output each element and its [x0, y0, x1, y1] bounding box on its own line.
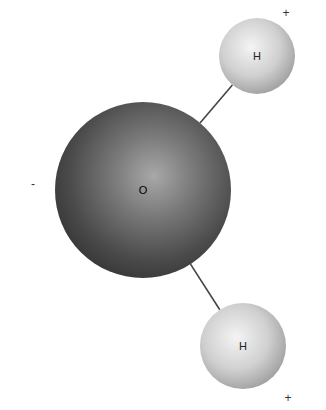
atom-symbol: H: [253, 50, 261, 62]
atom-symbol: H: [239, 340, 247, 352]
covalent-bond: [200, 85, 232, 123]
hydrogen-atom: H: [200, 303, 286, 389]
atom-symbol: O: [139, 184, 148, 196]
charge-sign: +: [282, 6, 289, 20]
covalent-bond: [190, 264, 219, 310]
oxygen-atom: O: [55, 102, 231, 278]
hydrogen-atom: H: [219, 18, 295, 94]
charge-sign: +: [284, 391, 291, 405]
charge-sign: -: [31, 177, 35, 191]
